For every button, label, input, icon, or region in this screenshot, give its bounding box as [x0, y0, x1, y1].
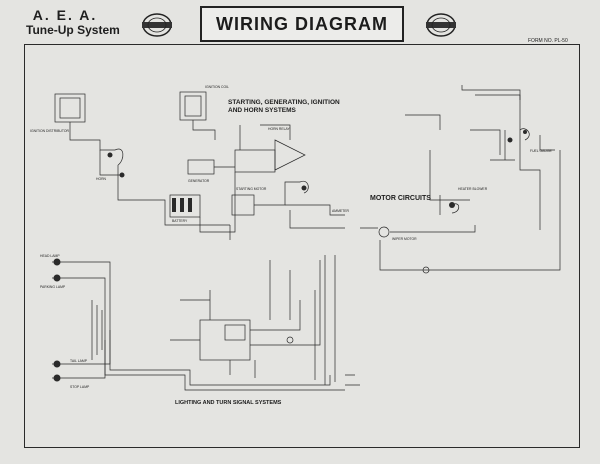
label-starting-motor: STARTING MOTOR [236, 187, 267, 191]
label-ignition-distributor: IGNITION DISTRIBUTOR [30, 129, 69, 133]
label-fuel-gauge: FUEL GAUGE [530, 149, 552, 153]
form-number: FORM NO. PL-50 [528, 38, 568, 44]
label-parking-lamp: PARKING LAMP [40, 285, 66, 289]
section-motor-title: MOTOR CIRCUITS [370, 195, 431, 202]
seal-right-icon [426, 13, 456, 37]
section-starting-title-1: STARTING, GENERATING, IGNITION [228, 99, 340, 106]
section-starting-title-2: AND HORN SYSTEMS [228, 107, 297, 114]
brand-block: A. E. A. Tune-Up System [26, 8, 120, 38]
label-horn: HORN [96, 177, 107, 181]
component-labels: IGNITION DISTRIBUTOR IGNITION COIL HORN … [30, 85, 552, 389]
diagram-frame [24, 44, 580, 448]
title-box: WIRING DIAGRAM [200, 6, 404, 42]
brand-subtitle: Tune-Up System [26, 23, 120, 37]
label-heater-blower: HEATER BLOWER [458, 187, 488, 191]
label-horn-relay: HORN RELAY [268, 127, 291, 131]
label-wiper-motor: WIPER MOTOR [392, 237, 417, 241]
wires [52, 85, 561, 391]
components [53, 130, 527, 382]
seal-left-icon [142, 13, 172, 37]
label-battery: BATTERY [172, 219, 188, 223]
label-generator: GENERATOR [188, 179, 210, 183]
page-title: WIRING DIAGRAM [216, 13, 388, 34]
label-ignition-coil: IGNITION COIL [205, 85, 229, 89]
section-lighting-title: LIGHTING AND TURN SIGNAL SYSTEMS [175, 400, 282, 406]
section-titles: STARTING, GENERATING, IGNITION AND HORN … [175, 99, 431, 406]
label-stop-lamp: STOP LAMP [70, 385, 90, 389]
label-head-lamp: HEAD LAMP [40, 254, 60, 258]
label-ammeter: AMMETER [332, 209, 350, 213]
brand-name: A. E. A. [32, 7, 98, 23]
label-tail-lamp: TAIL LAMP [70, 359, 88, 363]
